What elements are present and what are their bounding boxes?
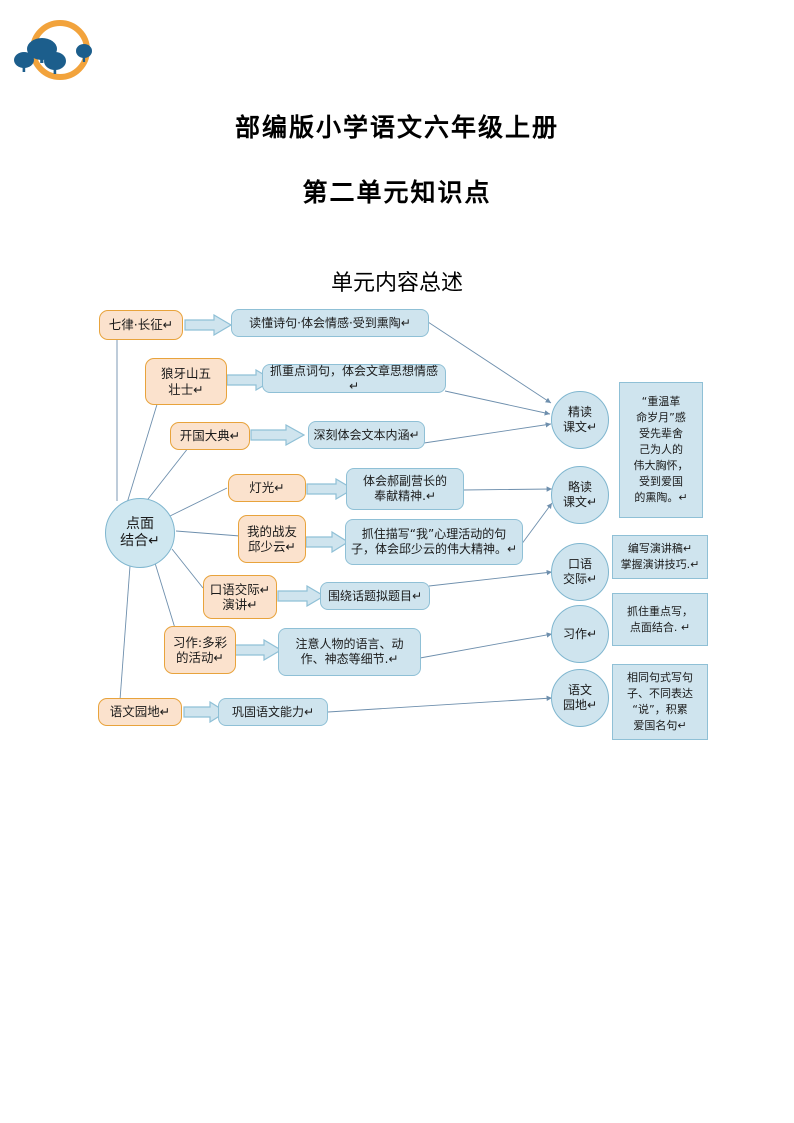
page-title-line2: 第二单元知识点 <box>302 178 492 207</box>
cat-yuandi[interactable]: 语文 园地↵ <box>551 669 609 727</box>
lesson-label: 七律·长征↵ <box>108 317 174 333</box>
outcome-line: “重温革 <box>641 395 681 409</box>
point-details[interactable]: 注意人物的语言、动 作、神态等细节.↵ <box>278 628 421 676</box>
lesson-xizuo-duocai[interactable]: 习作:多彩 的活动↵ <box>164 626 236 674</box>
point-label-line2: 奉献精神.↵ <box>374 489 436 503</box>
outcome-garden[interactable]: 相同句式写句 子、不同表达 “说”，积累 爱国名句↵ <box>612 664 708 740</box>
cat-label-line1: 精读 <box>567 405 592 420</box>
point-poem[interactable]: 读懂诗句·体会情感·受到熏陶↵ <box>231 309 429 337</box>
lesson-label-line2: 壮士↵ <box>168 381 204 397</box>
center-node-dianmianjiehe[interactable]: 点面 结合↵ <box>105 498 175 568</box>
point-label-line1: 抓住描写“我”心理活动的句 <box>361 527 507 542</box>
cat-label-line1: 略读 <box>567 480 592 495</box>
lesson-label: 灯光↵ <box>249 480 285 496</box>
outcome-line: 的熏陶。↵ <box>634 490 688 504</box>
cat-label-line2: 园地↵ <box>562 698 598 712</box>
cat-label-line2: 课文↵ <box>562 495 598 509</box>
point-label-line2: 子，体会邱少云的伟大精神。↵ <box>350 542 518 556</box>
outcome-line: 编写演讲稿↵ <box>627 542 693 556</box>
center-label-line2: 结合↵ <box>120 533 160 549</box>
outcome-line: “说”，积累 <box>632 703 688 716</box>
point-label: 深刻体会文本内涵↵ <box>313 427 420 442</box>
point-label-line1: 体会郝副营长的 <box>362 474 447 489</box>
point-label: 读懂诗句·体会情感·受到熏陶↵ <box>249 315 411 330</box>
outcome-line: 爱国名句↵ <box>633 718 687 732</box>
block-arrow-7 <box>234 639 282 661</box>
cat-jingdu[interactable]: 精读 课文↵ <box>551 391 609 449</box>
block-arrow-4 <box>306 478 354 500</box>
lesson-yuwenyuandi[interactable]: 语文园地↵ <box>98 698 182 726</box>
outcome-speech[interactable]: 编写演讲稿↵ 掌握演讲技巧.↵ <box>612 535 708 579</box>
lesson-label-line2: 演讲↵ <box>222 597 258 612</box>
outcome-line: 己为人的 <box>639 443 683 457</box>
block-arrow-3 <box>250 424 305 446</box>
block-arrow-1 <box>184 314 232 336</box>
point-topictitle[interactable]: 围绕话题拟题目↵ <box>320 582 430 610</box>
point-label: 巩固语文能力↵ <box>231 704 315 719</box>
cat-label-line2: 课文↵ <box>562 420 598 434</box>
cat-label-line1: 语文 <box>567 683 592 698</box>
lesson-langyashan[interactable]: 狼牙山五 壮士↵ <box>145 358 227 405</box>
point-keywords[interactable]: 抓重点词句，体会文章思想情感↵ <box>262 364 446 393</box>
center-label-line1: 点面 <box>126 515 154 532</box>
cat-kouyu[interactable]: 口语 交际↵ <box>551 543 609 601</box>
outcome-line: 相同句式写句 <box>627 671 693 685</box>
outcome-line: 受到爱国 <box>639 474 683 488</box>
outcome-writing[interactable]: 抓住重点写， 点面结合. ↵ <box>612 593 708 646</box>
lesson-label: 开国大典↵ <box>179 428 241 444</box>
lesson-label-line2: 邱少云↵ <box>248 539 296 554</box>
outcome-line: 受先辈舍 <box>639 427 683 441</box>
point-label-line1: 注意人物的语言、动 <box>295 637 404 652</box>
point-label: 围绕话题拟题目↵ <box>327 588 423 603</box>
lesson-label-line1: 狼牙山五 <box>160 366 211 382</box>
point-label-line2: 作、神态等细节.↵ <box>300 652 399 666</box>
point-textmeaning[interactable]: 深刻体会文本内涵↵ <box>308 421 425 449</box>
outcome-line: 命岁月”感 <box>636 411 686 425</box>
lesson-label: 语文园地↵ <box>109 704 171 720</box>
outcome-line: 点面结合. ↵ <box>629 620 691 634</box>
cat-label-line1: 口语 <box>567 557 592 572</box>
lesson-qilv-changzheng[interactable]: 七律·长征↵ <box>99 310 183 340</box>
point-label: 抓重点词句，体会文章思想情感↵ <box>269 363 438 393</box>
cat-label-line2: 交际↵ <box>562 572 598 586</box>
point-consolidate[interactable]: 巩固语文能力↵ <box>218 698 328 726</box>
cat-label: 习作↵ <box>562 626 598 641</box>
trees-in-circle-logo <box>14 20 92 80</box>
lesson-dengguang[interactable]: 灯光↵ <box>228 474 306 502</box>
lesson-label-line1: 习作:多彩 <box>172 634 228 650</box>
block-arrow-6 <box>277 585 325 607</box>
cat-xizuo[interactable]: 习作↵ <box>551 605 609 663</box>
outcome-line: 伟大胸怀， <box>633 458 689 472</box>
lesson-qiushaoyun[interactable]: 我的战友 邱少云↵ <box>238 515 306 563</box>
outcome-line: 抓住重点写， <box>627 604 693 618</box>
lesson-kaiguodadian[interactable]: 开国大典↵ <box>170 422 250 450</box>
outcome-reading[interactable]: “重温革 命岁月”感 受先辈舍 己为人的 伟大胸怀， 受到爱国 的熏陶。↵ <box>619 382 703 518</box>
lesson-kouyujiaoji-yanjiang[interactable]: 口语交际↵ 演讲↵ <box>203 575 277 619</box>
point-psychology[interactable]: 抓住描写“我”心理活动的句 子，体会邱少云的伟大精神。↵ <box>345 519 523 565</box>
point-haofuyingzhang[interactable]: 体会郝副营长的 奉献精神.↵ <box>346 468 464 510</box>
lesson-label-line1: 我的战友 <box>246 523 297 539</box>
outcome-line: 掌握演讲技巧.↵ <box>620 558 700 571</box>
page-title-line1: 部编版小学语文六年级上册 <box>234 113 559 142</box>
lesson-label-line2: 的活动↵ <box>176 650 224 665</box>
cat-luedu[interactable]: 略读 课文↵ <box>551 466 609 524</box>
lesson-label-line1: 口语交际↵ <box>209 581 271 597</box>
section-subtitle: 单元内容总述 <box>330 271 463 296</box>
block-arrow-5 <box>305 531 349 553</box>
outcome-line: 子、不同表达 <box>627 687 693 701</box>
